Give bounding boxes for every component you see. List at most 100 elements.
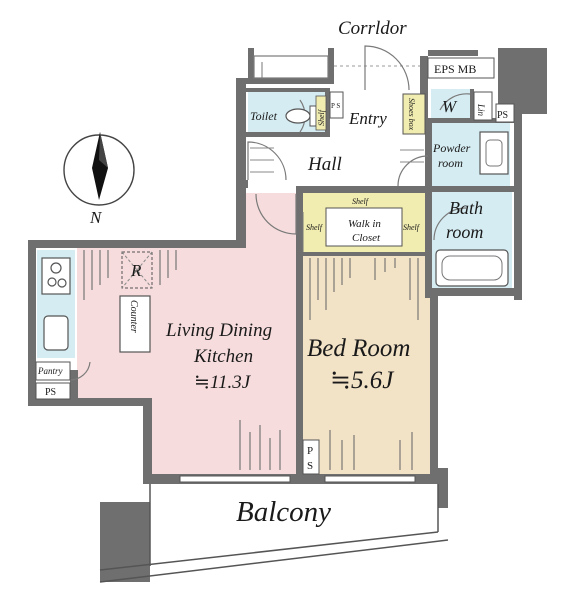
bathtub-icon bbox=[435, 249, 509, 287]
wall bbox=[100, 502, 150, 582]
wall bbox=[428, 50, 478, 56]
stove bbox=[41, 257, 71, 295]
bathtub-inner bbox=[441, 255, 503, 281]
wall bbox=[296, 186, 431, 193]
label-bedroom: Bed Room bbox=[307, 335, 410, 362]
wall bbox=[236, 78, 334, 84]
label-ps-right: PS bbox=[497, 110, 508, 121]
ps-bedroom-box bbox=[302, 439, 320, 475]
wall bbox=[76, 398, 150, 406]
pantry-box bbox=[35, 361, 71, 381]
ps-right-box bbox=[495, 103, 515, 123]
label-powder-2: room bbox=[438, 156, 463, 170]
window bbox=[324, 475, 416, 483]
shoes-box bbox=[402, 93, 426, 135]
sink-icon bbox=[43, 315, 69, 351]
label-corridor: Corrldor bbox=[338, 18, 407, 39]
wall bbox=[143, 398, 152, 483]
hall-steps bbox=[250, 147, 424, 173]
ps-upper-box bbox=[329, 91, 344, 119]
walk-in-closet-inner bbox=[325, 207, 403, 247]
compass-needle bbox=[92, 132, 108, 200]
toilet-shelf bbox=[315, 95, 327, 131]
label-bedroom-area: ≒5.6J bbox=[330, 367, 395, 394]
label-ps-upper: P S bbox=[331, 102, 340, 110]
refrigerator-cross bbox=[121, 251, 153, 289]
label-ps-bedroom-p: P bbox=[307, 445, 313, 457]
pantry-door-arc bbox=[69, 361, 91, 381]
label-ldk-2: Kitchen bbox=[193, 346, 253, 367]
label-ps-kitchen: PS bbox=[45, 387, 56, 398]
wall bbox=[425, 118, 432, 298]
label-north: N bbox=[89, 208, 103, 227]
wall bbox=[325, 90, 330, 136]
wall bbox=[428, 186, 518, 192]
washer-door-arc bbox=[439, 93, 471, 111]
wall bbox=[70, 370, 78, 406]
window bbox=[179, 475, 291, 483]
toilet-bowl bbox=[285, 108, 311, 124]
label-walkin-2: Closet bbox=[352, 232, 381, 244]
hall-door-arc bbox=[247, 141, 287, 181]
label-hall: Hall bbox=[307, 154, 342, 175]
ps-kitchen-box bbox=[35, 382, 71, 400]
label-washer: W bbox=[442, 97, 458, 116]
corridor-rail bbox=[253, 55, 329, 79]
powder-door-arc bbox=[397, 155, 429, 187]
label-bath-1: Bath bbox=[449, 198, 483, 218]
corridor-fixtures bbox=[253, 55, 420, 79]
label-pantry: Pantry bbox=[37, 366, 63, 376]
wall bbox=[438, 468, 448, 508]
balcony-edge bbox=[99, 531, 439, 571]
wall bbox=[246, 132, 330, 137]
floor-hatching bbox=[83, 250, 419, 470]
label-powder-1: Powder bbox=[432, 141, 471, 155]
ldk-door-arc bbox=[255, 193, 297, 235]
wall bbox=[470, 89, 474, 121]
sink bbox=[43, 315, 69, 351]
refrigerator-space bbox=[121, 251, 153, 289]
wall bbox=[514, 110, 522, 300]
washbasin-icon bbox=[479, 131, 509, 175]
label-counter: Counter bbox=[128, 300, 139, 333]
wall bbox=[296, 186, 303, 480]
washbasin-bowl bbox=[485, 139, 503, 167]
wall bbox=[236, 186, 246, 248]
label-linen: Lin bbox=[476, 103, 486, 117]
burner bbox=[47, 277, 57, 287]
labels: Corrldor EPS MB Toilet P S Shelf Entry S… bbox=[37, 18, 508, 528]
label-shelf-left: Shelf bbox=[306, 223, 324, 232]
wall bbox=[498, 48, 547, 114]
wall bbox=[430, 290, 438, 482]
eps-mb-box bbox=[427, 57, 495, 79]
label-walkin-1: Walk in bbox=[348, 218, 381, 230]
wall bbox=[246, 88, 330, 92]
label-shelf-top: Shelf bbox=[352, 197, 370, 206]
toilet-tank bbox=[309, 105, 317, 127]
label-balcony: Balcony bbox=[236, 496, 331, 528]
wall bbox=[236, 180, 248, 188]
linen-box bbox=[473, 91, 493, 121]
bath-door-arc bbox=[433, 207, 467, 241]
label-shelf-toilet: Shelf bbox=[317, 108, 326, 126]
burner bbox=[50, 262, 62, 274]
wall bbox=[248, 48, 254, 80]
ldk-floor bbox=[77, 193, 300, 474]
label-toilet: Toilet bbox=[250, 109, 278, 123]
entry-door-arc bbox=[364, 45, 410, 91]
compass-needle-tip bbox=[99, 132, 108, 168]
counter bbox=[119, 295, 151, 353]
stove-icon bbox=[41, 257, 71, 295]
wall bbox=[328, 48, 334, 84]
burner bbox=[57, 278, 67, 288]
label-ldk-1: Living Dining bbox=[165, 320, 272, 341]
wall bbox=[28, 240, 36, 405]
wall bbox=[236, 78, 246, 186]
label-refrigerator: R bbox=[130, 261, 142, 280]
compass-icon bbox=[63, 132, 135, 206]
label-eps-mb: EPS MB bbox=[434, 62, 476, 76]
label-ldk-area: ≒11.3J bbox=[194, 372, 252, 393]
label-shoes-box: Shoes box bbox=[407, 98, 416, 131]
balcony-edge bbox=[99, 539, 449, 583]
